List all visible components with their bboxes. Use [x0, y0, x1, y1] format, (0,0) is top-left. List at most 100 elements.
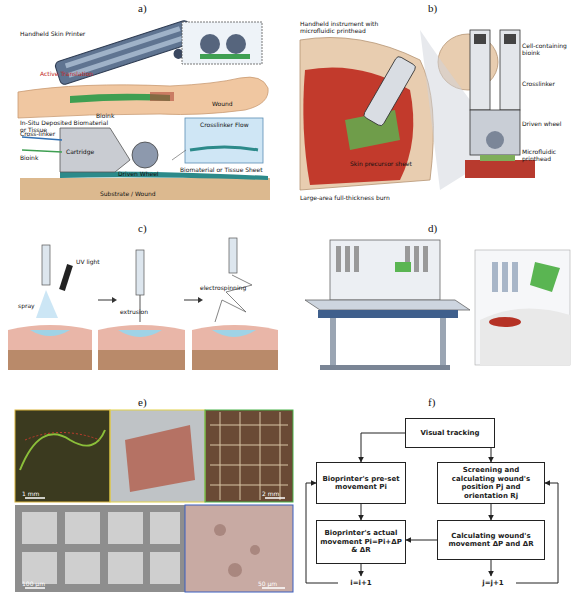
- microfluidic-printhead: [474, 34, 486, 44]
- micrograph-images: [214, 524, 226, 536]
- process-box: Bioprinter's actual movement Pi=Pi+ΔP & …: [316, 520, 406, 564]
- bioprinter-machine: [305, 300, 470, 310]
- bioprinter-machine: [395, 262, 411, 272]
- part-label: Handheld Skin Printer: [20, 30, 85, 37]
- microfluidic-printhead: [500, 30, 520, 110]
- bioprinter-machine: [440, 318, 446, 368]
- micrograph-images: [15, 410, 110, 502]
- process-box: Calculating wound's movement ΔP and ΔR: [437, 520, 545, 560]
- box-text: Screening and calculating wound's positi…: [440, 466, 542, 500]
- printer-schematic: [60, 128, 130, 172]
- part-label: extrusion: [120, 308, 148, 315]
- part-label: Handheld instrument with microfluidic pr…: [300, 20, 410, 34]
- part-label: Microfluidic printhead: [522, 148, 572, 162]
- printer-schematic: [20, 118, 270, 200]
- part-label: Cell-containing bioink: [522, 42, 572, 56]
- micrograph-images: [22, 512, 180, 584]
- part-label: spray: [18, 302, 35, 309]
- microfluidic-printhead: [470, 30, 490, 110]
- bioprinter-machine: [530, 262, 560, 292]
- flow-arrow: [406, 540, 437, 541]
- skin-section-illustration: [30, 330, 70, 336]
- part-label: Cross-linker: [20, 130, 55, 137]
- part-label: UV light: [76, 258, 100, 265]
- microfluidic-printhead: [504, 34, 516, 44]
- skin-section-illustration: [184, 300, 198, 301]
- micrograph-images: [265, 497, 285, 499]
- part-label: Active Translation: [40, 70, 93, 77]
- handheld-printer: [226, 34, 246, 54]
- micrograph-images: [22, 552, 57, 584]
- bioprinter-machine: [423, 246, 428, 272]
- part-label: 100 μm: [22, 580, 45, 587]
- printer-schematic: [185, 118, 263, 163]
- box-text: Calculating wound's movement ΔP and ΔR: [440, 532, 542, 549]
- skin-section-illustration: [198, 297, 203, 303]
- bioprinter-machine: [330, 240, 440, 300]
- printer-schematic: [172, 150, 186, 160]
- micrograph-images: [185, 505, 293, 592]
- loop-counter: j=j+1: [470, 576, 516, 590]
- micrograph-images: [262, 587, 285, 589]
- microfluidic-printhead: [480, 155, 515, 161]
- micrograph-images: [110, 410, 205, 502]
- micrograph-images: [150, 512, 180, 544]
- microfluidic-printhead: [470, 110, 520, 155]
- bioprinter-machine: [320, 365, 450, 370]
- box-text: j=j+1: [482, 579, 503, 588]
- micrograph-images: [260, 412, 261, 500]
- burn-patient-illustration: [363, 55, 417, 127]
- skin-section-illustration: [98, 325, 185, 370]
- process-box: Visual tracking: [405, 418, 495, 448]
- part-label: 2 mm: [262, 490, 279, 497]
- micrograph-images: [25, 433, 100, 441]
- micrograph-images: [210, 485, 288, 486]
- skin-section-illustration: [8, 325, 92, 370]
- arm-illustration: [150, 92, 174, 101]
- part-label: 1 mm: [22, 490, 39, 497]
- box-text: Bioprinter's actual movement Pi=Pi+ΔP & …: [319, 529, 403, 555]
- handheld-printer: [182, 22, 262, 64]
- part-label: 50 μm: [258, 580, 277, 587]
- bioprinter-machine: [492, 262, 498, 292]
- handheld-printer: [200, 54, 250, 59]
- part-label: Crosslinker Flow: [200, 121, 249, 128]
- micrograph-images: [210, 412, 288, 500]
- bioprinter-machine: [345, 246, 350, 272]
- skin-section-illustration: [136, 250, 144, 295]
- skin-section-illustration: [192, 325, 278, 370]
- micrograph-images: [25, 587, 45, 589]
- loop-counter: i=i+1: [338, 576, 384, 590]
- skin-section-illustration: [62, 265, 70, 290]
- part-label: Skin precursor sheet: [350, 160, 412, 167]
- arm-illustration: [18, 77, 268, 118]
- micrograph-images: [205, 410, 293, 502]
- skin-section-illustration: [112, 297, 117, 303]
- micrograph-images: [220, 412, 221, 500]
- burn-patient-illustration: [300, 38, 433, 191]
- microfluidic-printhead: [465, 160, 535, 178]
- bioprinter-machine: [336, 246, 341, 272]
- part-label: electrospinning: [200, 284, 246, 291]
- skin-section-illustration: [118, 330, 162, 337]
- panel-letter: e): [138, 396, 147, 408]
- micrograph-images: [280, 412, 281, 500]
- part-label: Driven wheel: [522, 120, 561, 127]
- micrograph-images: [110, 410, 205, 502]
- box-text: Bioprinter's pre-set movement Pi: [319, 475, 403, 492]
- micrograph-images: [15, 505, 185, 592]
- bioprinter-machine: [475, 250, 570, 365]
- micrograph-images: [108, 512, 143, 544]
- bioprinter-machine: [305, 240, 570, 370]
- process-box: Bioprinter's pre-set movement Pi: [316, 462, 406, 504]
- printer-schematic: [132, 142, 158, 168]
- bioprinter-machine: [502, 262, 508, 292]
- flow-arrow: [361, 433, 405, 462]
- micrograph-images: [108, 552, 143, 584]
- panel-letter: f): [428, 396, 435, 408]
- handheld-printer: [200, 34, 220, 54]
- micrograph-images: [65, 512, 100, 544]
- box-text: i=i+1: [350, 579, 371, 588]
